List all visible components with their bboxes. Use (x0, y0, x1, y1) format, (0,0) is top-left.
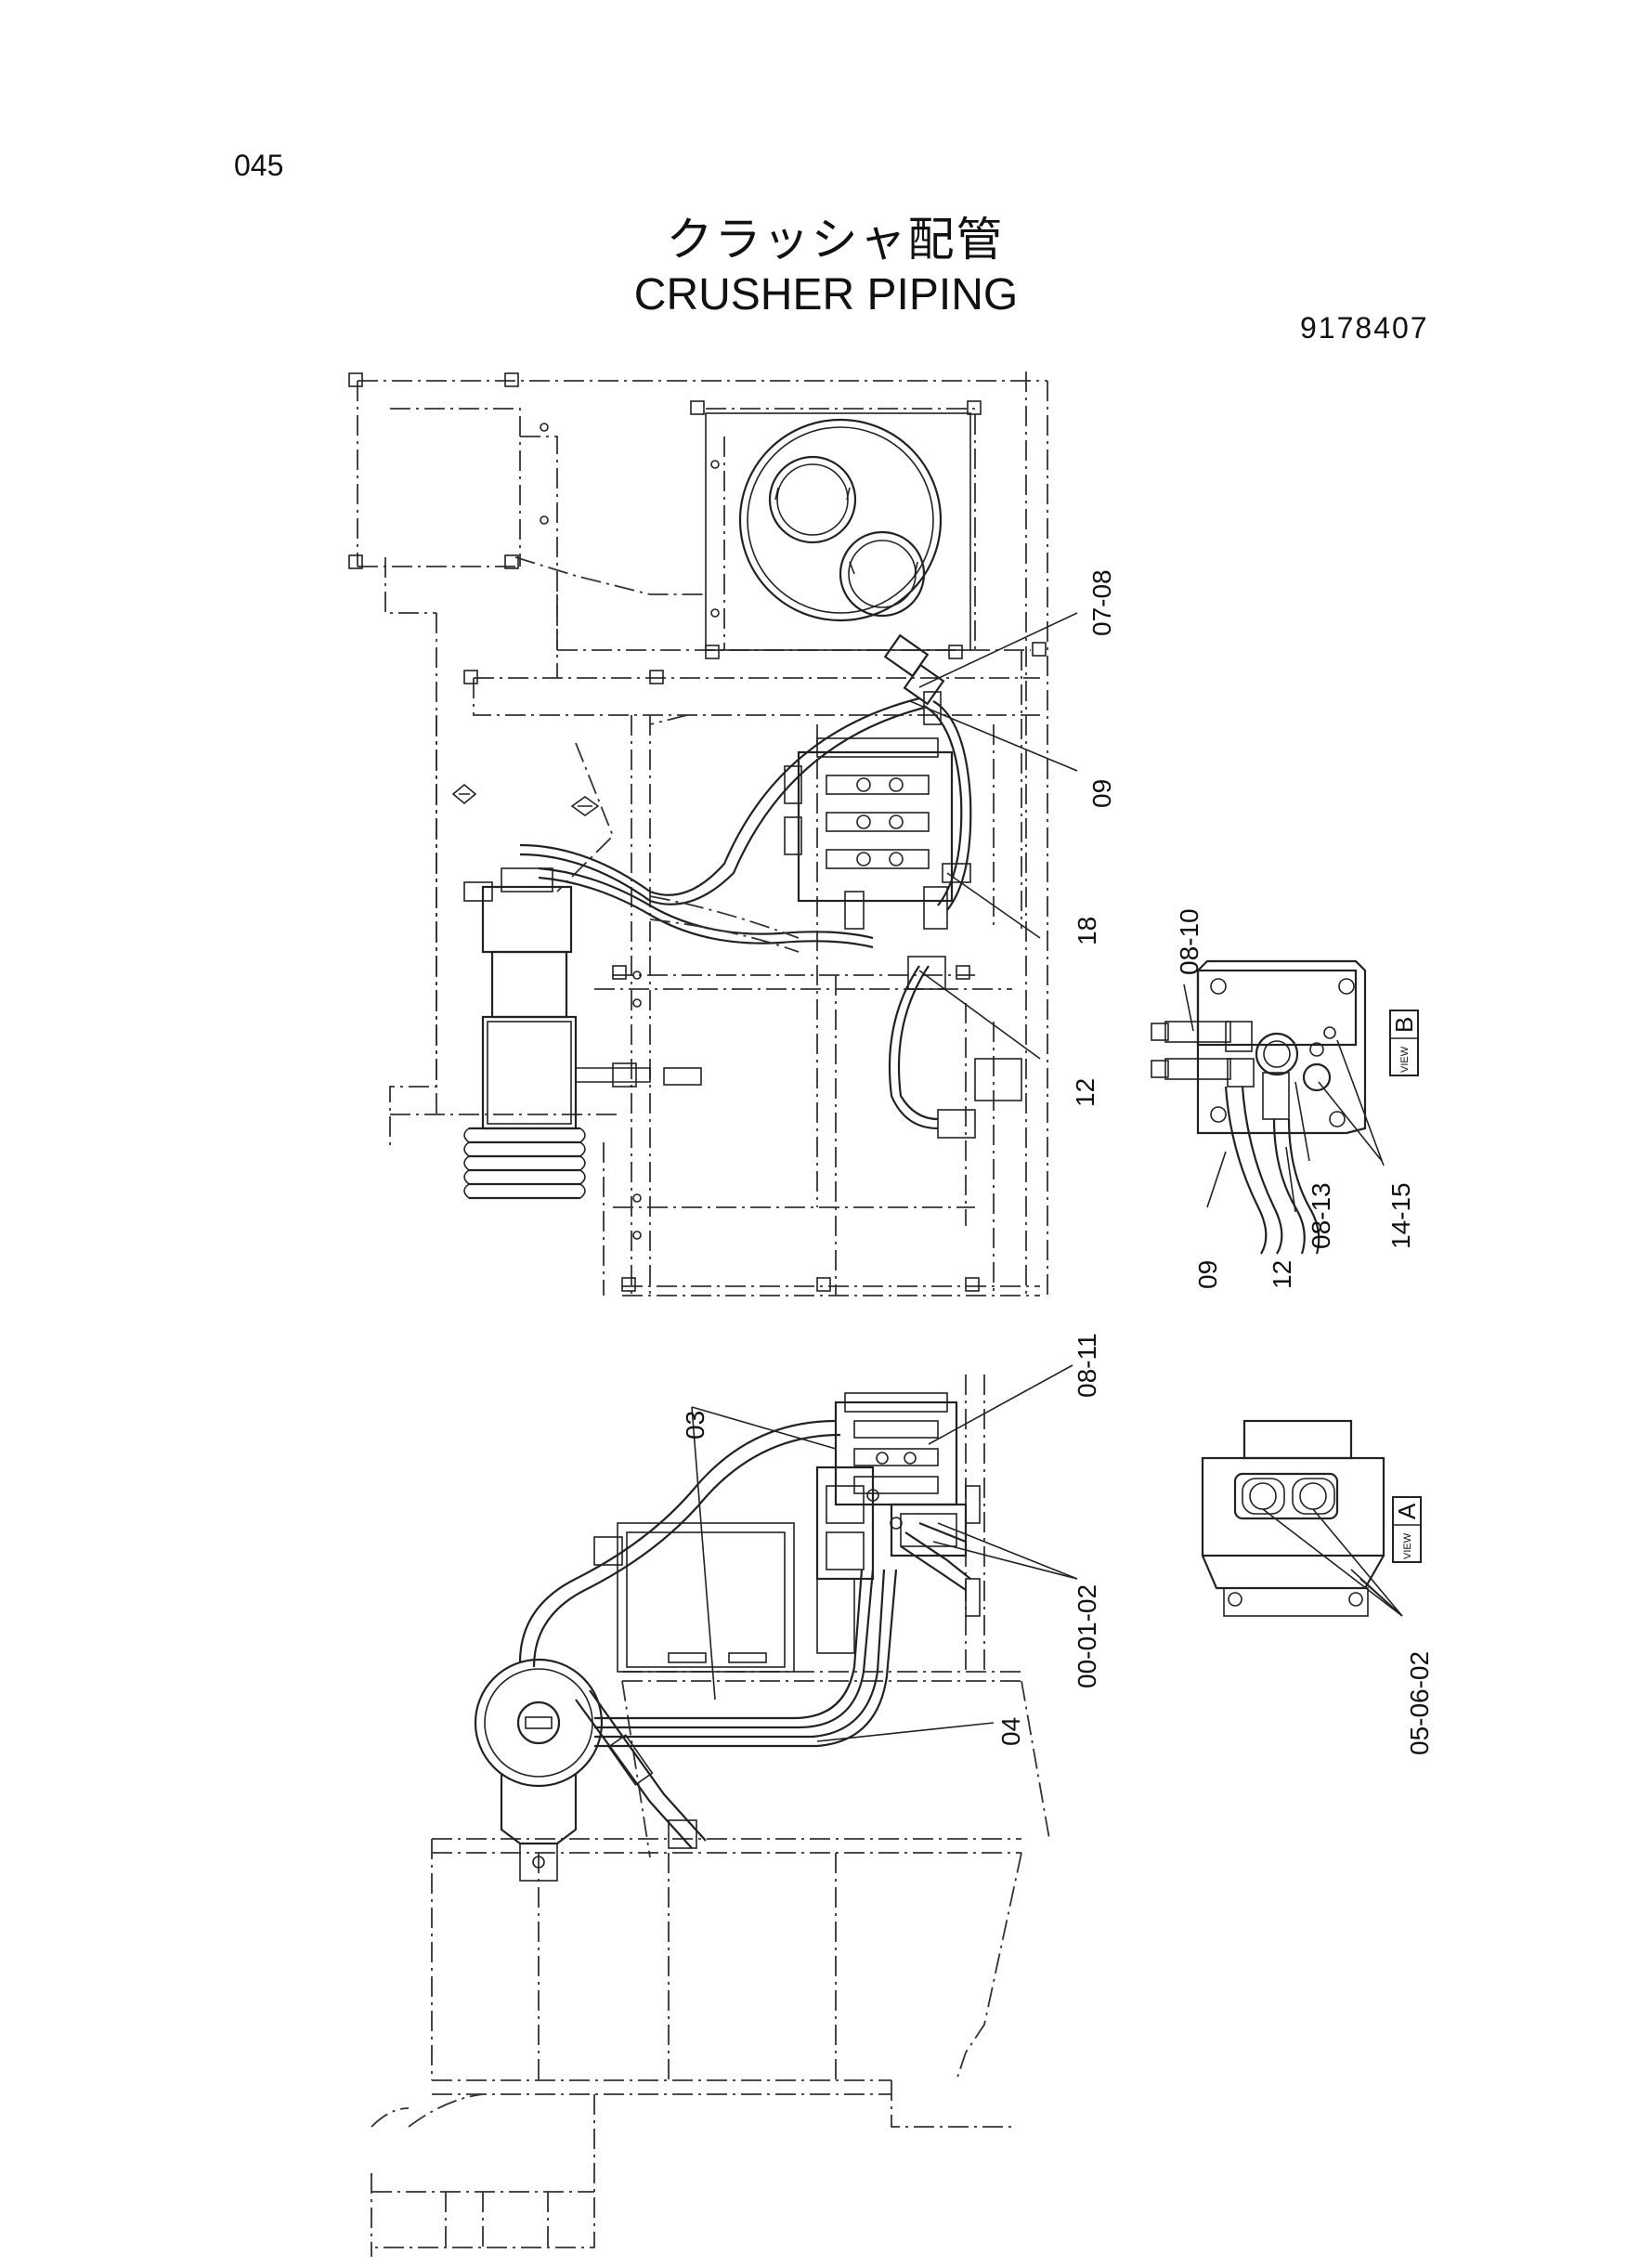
callout-18: 18 (1073, 917, 1101, 945)
view-b-detail: VIEW B (1151, 959, 1419, 1255)
hoses-upper (519, 633, 1022, 1139)
boom-pivot (474, 1658, 707, 1882)
leader-lines-lower (691, 1364, 1078, 1742)
control-valve-upper (784, 737, 971, 930)
callout-08-13: 08-13 (1307, 1182, 1335, 1249)
callout-08-11: 08-11 (1073, 1333, 1101, 1398)
callout-04: 04 (996, 1717, 1025, 1746)
callout-12-upper: 12 (1071, 1078, 1099, 1107)
title-japanese: クラッシャ配管 (666, 213, 1005, 267)
lower-frame-assembly (371, 1375, 1050, 2257)
callout-09-upper: 09 (1087, 779, 1116, 808)
part-number: 9178407 (1300, 311, 1429, 345)
callout-08-10: 08-10 (1175, 908, 1203, 975)
hoses-lower (518, 1419, 971, 1748)
callout-09-view-b: 09 (1193, 1260, 1222, 1289)
view-a-label: VIEW (1402, 1532, 1413, 1559)
pump-assembly-upper (463, 867, 702, 1200)
view-a-letter: A (1393, 1503, 1421, 1519)
title-english: CRUSHER PIPING (633, 270, 1019, 319)
callout-14-15: 14-15 (1386, 1182, 1415, 1249)
callout-03: 03 (681, 1411, 709, 1440)
callout-05-06-02: 05-06-02 (1405, 1651, 1434, 1755)
page-number: 045 (234, 149, 284, 182)
control-valve-lower (815, 1392, 968, 1654)
view-b-letter: B (1390, 1017, 1418, 1033)
callout-12-view-b: 12 (1268, 1260, 1296, 1289)
callout-00-01-02: 00-01-02 (1073, 1584, 1101, 1688)
callout-labels: 07-08 09 18 12 08-10 08-13 14-15 09 12 0… (681, 569, 1434, 1755)
fan-shroud (705, 412, 971, 651)
callout-07-08: 07-08 (1087, 569, 1116, 636)
upper-frame-assembly (348, 371, 1048, 1296)
view-b-label: VIEW (1399, 1046, 1411, 1073)
view-a-detail: VIEW A (1201, 1419, 1422, 1617)
leader-lines-upper (909, 612, 1078, 1060)
